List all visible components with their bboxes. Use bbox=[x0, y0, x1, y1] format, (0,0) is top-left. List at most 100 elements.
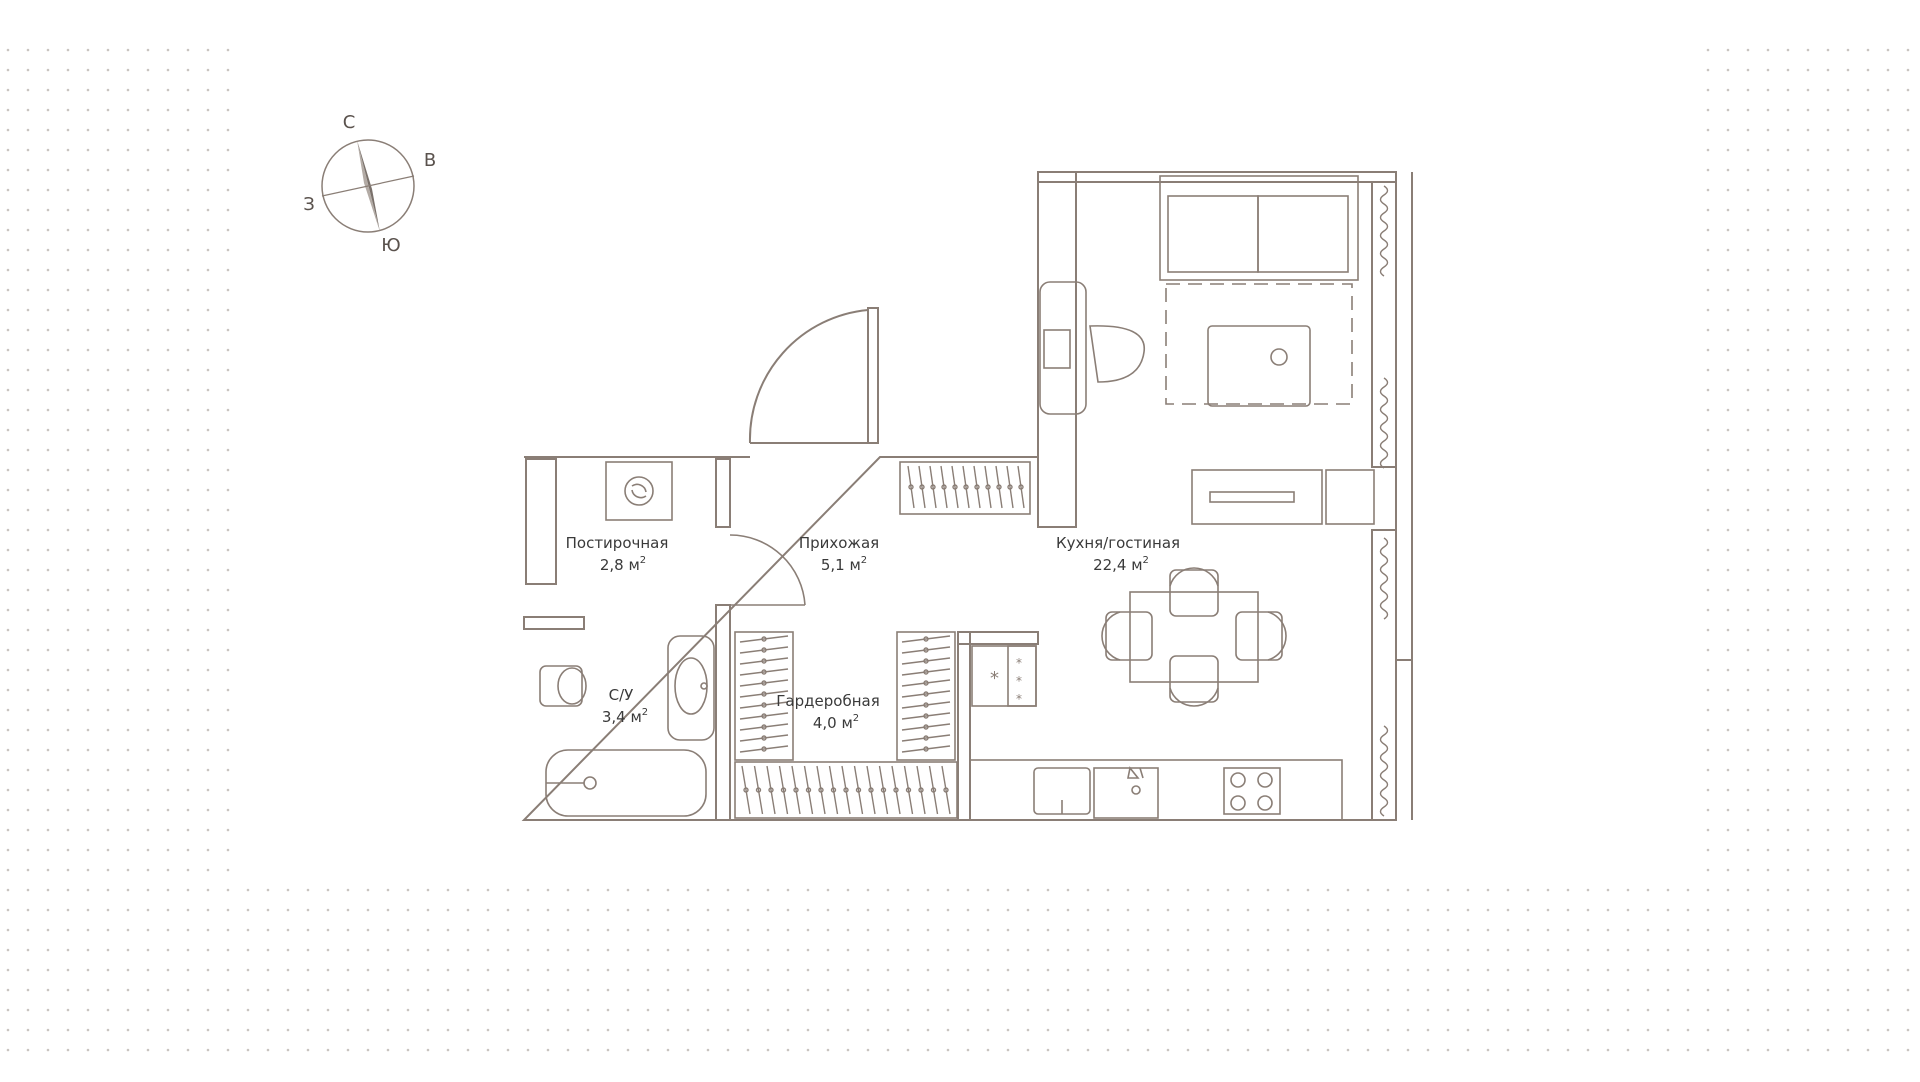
grid-dot bbox=[1046, 1048, 1050, 1052]
grid-dot bbox=[446, 948, 450, 952]
grid-dot bbox=[186, 568, 190, 572]
grid-dot bbox=[986, 1008, 990, 1012]
grid-dot bbox=[1726, 508, 1730, 512]
grid-dot bbox=[1766, 508, 1770, 512]
grid-dot bbox=[1866, 508, 1870, 512]
grid-dot bbox=[6, 688, 10, 692]
room-area-bathroom: 3,4 м bbox=[602, 708, 642, 726]
grid-dot bbox=[26, 408, 30, 412]
radiator bbox=[1379, 537, 1389, 620]
grid-dot bbox=[126, 988, 130, 992]
washbasin bbox=[667, 635, 715, 741]
grid-dot bbox=[506, 1028, 510, 1032]
grid-dot bbox=[1806, 328, 1810, 332]
grid-dot bbox=[1006, 928, 1010, 932]
grid-dot bbox=[1466, 888, 1470, 892]
grid-dot bbox=[806, 1008, 810, 1012]
grid-dot bbox=[166, 648, 170, 652]
grid-dot bbox=[466, 948, 470, 952]
grid-dot bbox=[1766, 48, 1770, 52]
grid-dot bbox=[1226, 928, 1230, 932]
grid-dot bbox=[766, 1028, 770, 1032]
grid-dot bbox=[1746, 688, 1750, 692]
grid-dot bbox=[66, 508, 70, 512]
grid-dot bbox=[6, 828, 10, 832]
grid-dot bbox=[726, 908, 730, 912]
grid-dot bbox=[86, 568, 90, 572]
grid-dot bbox=[1466, 1028, 1470, 1032]
grid-dot bbox=[986, 968, 990, 972]
grid-dot bbox=[1066, 968, 1070, 972]
grid-dot bbox=[1566, 908, 1570, 912]
grid-dot bbox=[1746, 748, 1750, 752]
hanger-hook bbox=[905, 787, 912, 793]
grid-dot bbox=[1846, 488, 1850, 492]
grid-dot bbox=[166, 208, 170, 212]
grid-dot bbox=[1906, 48, 1910, 52]
grid-dot bbox=[206, 448, 210, 452]
grid-dot bbox=[946, 928, 950, 932]
grid-dot bbox=[86, 188, 90, 192]
grid-dot bbox=[46, 368, 50, 372]
grid-dot bbox=[1826, 908, 1830, 912]
grid-dot bbox=[66, 908, 70, 912]
grid-dot bbox=[1906, 148, 1910, 152]
grid-dot bbox=[186, 988, 190, 992]
grid-dot bbox=[126, 928, 130, 932]
grid-dot bbox=[1746, 348, 1750, 352]
grid-dot bbox=[1646, 988, 1650, 992]
grid-dot bbox=[86, 748, 90, 752]
grid-dot bbox=[1866, 128, 1870, 132]
grid-dot bbox=[1286, 1028, 1290, 1032]
grid-dot bbox=[1726, 968, 1730, 972]
grid-dot bbox=[1706, 88, 1710, 92]
grid-dot bbox=[346, 968, 350, 972]
grid-dot bbox=[186, 468, 190, 472]
grid-dot bbox=[1746, 1048, 1750, 1052]
grid-dot bbox=[1806, 1008, 1810, 1012]
grid-dot bbox=[1766, 728, 1770, 732]
dishwasher bbox=[1093, 767, 1159, 819]
grid-dot bbox=[126, 468, 130, 472]
grid-dot bbox=[1906, 88, 1910, 92]
grid-dot bbox=[446, 888, 450, 892]
grid-dot bbox=[966, 908, 970, 912]
grid-dot bbox=[1586, 968, 1590, 972]
grid-dot bbox=[766, 968, 770, 972]
grid-dot bbox=[1846, 848, 1850, 852]
grid-dot bbox=[226, 108, 230, 112]
grid-dot bbox=[1746, 568, 1750, 572]
grid-dot bbox=[366, 1008, 370, 1012]
grid-dot bbox=[186, 408, 190, 412]
grid-dot bbox=[1706, 628, 1710, 632]
hanger-hook bbox=[743, 787, 749, 793]
grid-dot bbox=[1846, 608, 1850, 612]
grid-dot bbox=[306, 1028, 310, 1032]
grid-dot bbox=[1346, 928, 1350, 932]
grid-dot bbox=[146, 108, 150, 112]
grid-dot bbox=[1906, 428, 1910, 432]
grid-dot bbox=[1806, 488, 1810, 492]
grid-dot bbox=[106, 888, 110, 892]
grid-dot bbox=[1746, 1008, 1750, 1012]
grid-dot bbox=[826, 1048, 830, 1052]
grid-dot bbox=[306, 988, 310, 992]
grid-dot bbox=[646, 928, 650, 932]
grid-dot bbox=[1226, 968, 1230, 972]
dishwasher-icon bbox=[1127, 766, 1144, 779]
hanger-hook bbox=[985, 484, 991, 490]
grid-dot bbox=[206, 788, 210, 792]
grid-dot bbox=[1786, 408, 1790, 412]
grid-dot bbox=[146, 548, 150, 552]
grid-dot bbox=[306, 948, 310, 952]
grid-dot bbox=[466, 928, 470, 932]
grid-dot bbox=[1806, 348, 1810, 352]
grid-dot bbox=[46, 648, 50, 652]
grid-dot bbox=[1906, 128, 1910, 132]
grid-dot bbox=[1046, 928, 1050, 932]
grid-dot bbox=[206, 648, 210, 652]
grid-dot bbox=[1866, 488, 1870, 492]
grid-dot bbox=[86, 368, 90, 372]
grid-dot bbox=[66, 608, 70, 612]
hanger bbox=[1006, 465, 1014, 509]
